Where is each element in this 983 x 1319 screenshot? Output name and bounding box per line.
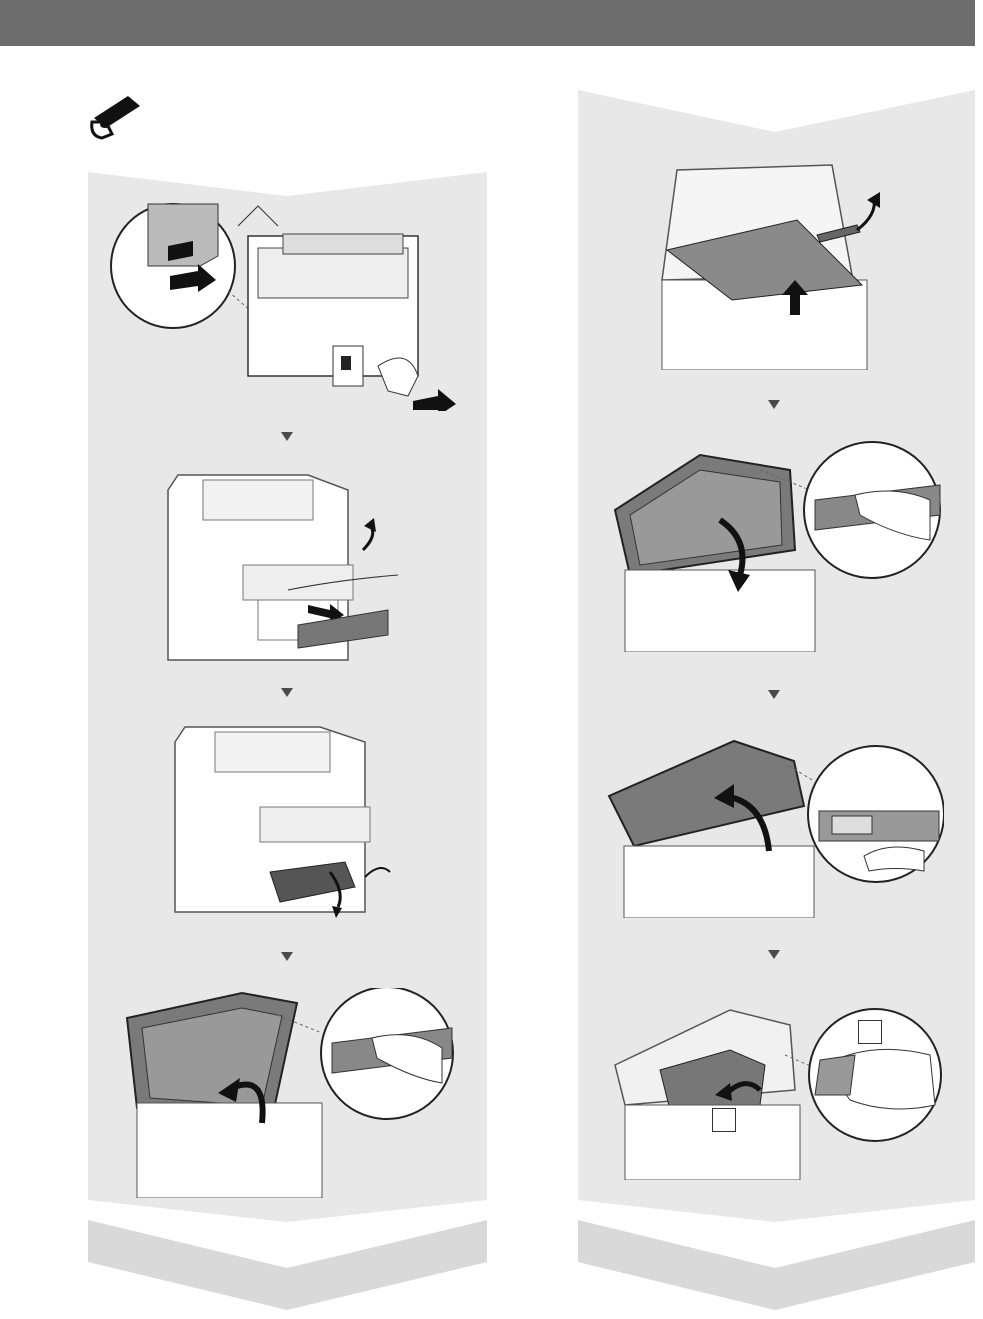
machine-rear-lift-illustration xyxy=(108,196,458,411)
lift-feeder-illustration xyxy=(122,988,457,1198)
step-label-box xyxy=(712,1108,736,1132)
open-toner-cover-illustration xyxy=(610,1005,945,1180)
open-front-cover-illustration xyxy=(170,722,420,922)
down-triangle-icon xyxy=(281,952,293,961)
remove-platen-sheet-illustration xyxy=(652,160,892,370)
remove-front-tape-illustration xyxy=(158,470,408,670)
step-label-box xyxy=(858,1020,882,1044)
down-triangle-icon xyxy=(281,688,293,697)
lift-operation-panel-illustration xyxy=(604,736,944,918)
down-triangle-icon xyxy=(768,400,780,409)
down-triangle-icon xyxy=(768,950,780,959)
down-triangle-icon xyxy=(281,432,293,441)
down-triangle-icon xyxy=(768,690,780,699)
close-feeder-illustration xyxy=(610,440,945,652)
